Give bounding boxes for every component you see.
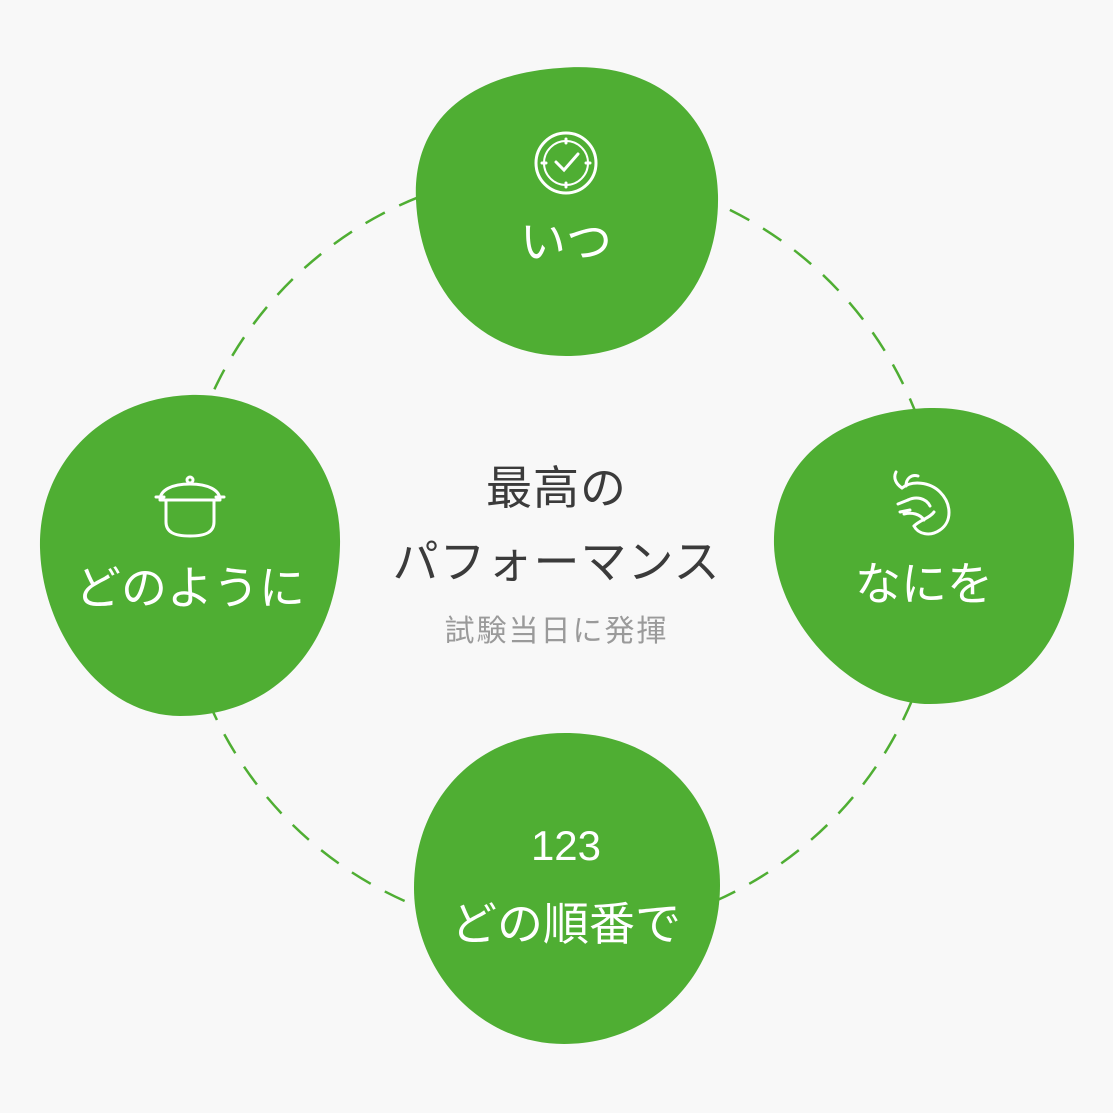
node-label-what: なにを <box>855 557 993 611</box>
title-line-2: パフォーマンス <box>392 535 721 589</box>
node-number-order: 123 <box>530 822 602 869</box>
blob-how <box>39 394 341 716</box>
node-label-when: いつ <box>520 215 612 269</box>
blob-order <box>414 733 720 1044</box>
blob-when <box>415 67 719 357</box>
blob-what <box>773 407 1075 704</box>
node-label-how: どのように <box>75 561 305 615</box>
clock-icon <box>534 131 598 195</box>
shrimp-icon <box>893 470 951 536</box>
node-label-order: どの順番で <box>451 897 681 951</box>
pot-icon <box>154 475 226 538</box>
title-line-1: 最高の <box>486 461 627 515</box>
subtitle: 試験当日に発揮 <box>444 614 669 649</box>
